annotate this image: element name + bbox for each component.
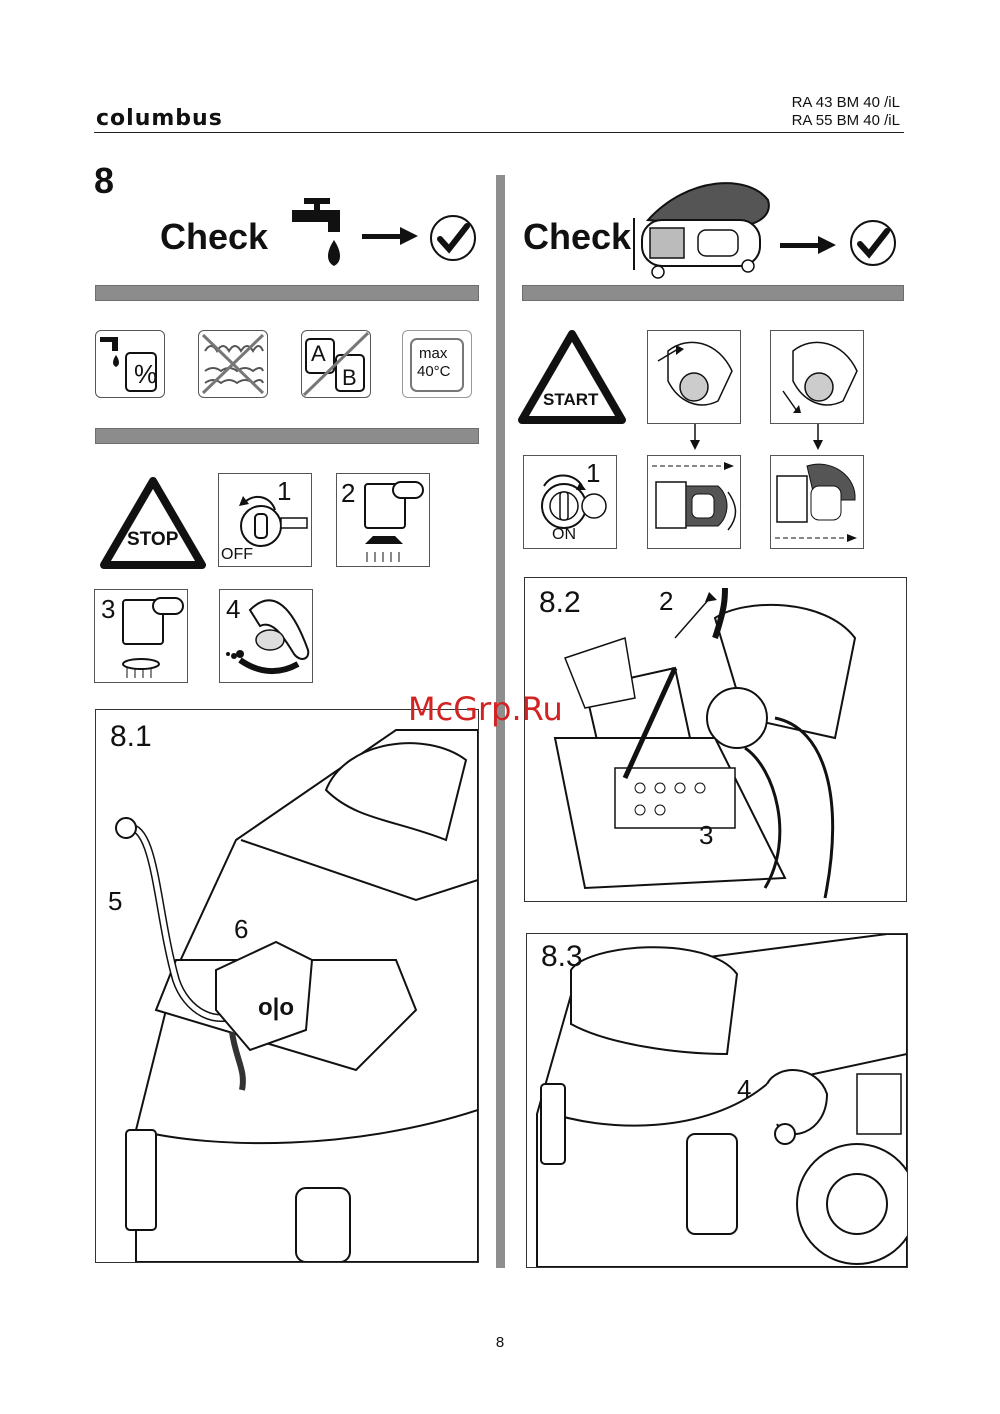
faucet-icon — [290, 196, 354, 272]
step-number-1-right: 1 — [586, 458, 601, 488]
brand-logo: columbus — [96, 106, 223, 131]
figure-8-3: 8.3 4 — [526, 933, 908, 1268]
checkmark-circle-icon — [428, 213, 478, 263]
callout-3: 3 — [699, 820, 714, 850]
max-temperature-icon: max 40°C — [402, 330, 472, 398]
figure-8-2: 8.2 2 3 — [524, 577, 907, 902]
brush-switch-step: 3 — [94, 589, 188, 683]
callout-6: 6 — [234, 914, 249, 944]
key-on-step: 1 ON — [523, 455, 617, 549]
on-text: ON — [552, 526, 576, 543]
temp-text: 40°C — [417, 363, 451, 380]
figure-label-8-2: 8.2 — [539, 586, 581, 619]
stop-text: STOP — [127, 529, 179, 550]
no-mix-ab-icon: A B — [301, 330, 371, 398]
ab-a-text: A — [311, 341, 326, 366]
step-number-1: 1 — [277, 476, 292, 506]
check-label-left: Check — [160, 216, 269, 257]
section-number: 8 — [94, 160, 115, 201]
callout-4: 4 — [737, 1074, 752, 1104]
checkmark-circle-icon — [848, 218, 898, 268]
stop-warning-icon: STOP — [100, 477, 206, 569]
section-bar — [95, 428, 479, 444]
start-warning-icon: START — [518, 330, 626, 424]
solution-valve-step: 4 — [219, 589, 313, 683]
machine-forward-step — [647, 455, 741, 549]
model-line-2: RA 55 BM 40 /iL — [791, 112, 900, 129]
start-text: START — [543, 390, 599, 409]
section-bar — [95, 285, 479, 301]
percent-badge: o|o — [258, 994, 295, 1021]
machine-rotate-icon — [628, 180, 776, 284]
figure-label-8-1: 8.1 — [110, 720, 152, 753]
off-text: OFF — [221, 546, 253, 563]
percent-text: % — [134, 359, 158, 389]
section-bar — [522, 285, 904, 301]
model-line-1: RA 43 BM 40 /iL — [791, 94, 900, 111]
header-rule — [94, 132, 904, 133]
key-off-step: 1 OFF — [218, 473, 312, 567]
arrow-right-icon — [780, 234, 838, 256]
arrow-down-icon — [813, 424, 823, 450]
step-number-2: 2 — [341, 478, 356, 508]
check-label-right: Check — [523, 216, 632, 257]
max-text: max — [419, 345, 448, 362]
watermark: McGrp.Ru — [408, 690, 563, 728]
machine-backward-step — [770, 455, 864, 549]
arrow-down-icon — [690, 424, 700, 450]
callout-2: 2 — [659, 586, 674, 616]
figure-8-1: 8.1 5 6 o|o — [95, 709, 479, 1263]
no-foam-icon — [198, 330, 268, 398]
callout-5: 5 — [108, 886, 123, 916]
page-number: 8 — [495, 1334, 505, 1351]
step-number-3: 3 — [101, 594, 116, 624]
arrow-right-icon — [362, 225, 420, 247]
handle-rotate-step — [770, 330, 864, 424]
handle-unlock-step — [647, 330, 741, 424]
detergent-percent-icon: % — [95, 330, 165, 398]
column-divider — [496, 175, 505, 1268]
ab-b-text: B — [342, 365, 357, 390]
step-number-4: 4 — [226, 594, 241, 624]
vacuum-switch-step: 2 — [336, 473, 430, 567]
figure-label-8-3: 8.3 — [541, 940, 583, 973]
